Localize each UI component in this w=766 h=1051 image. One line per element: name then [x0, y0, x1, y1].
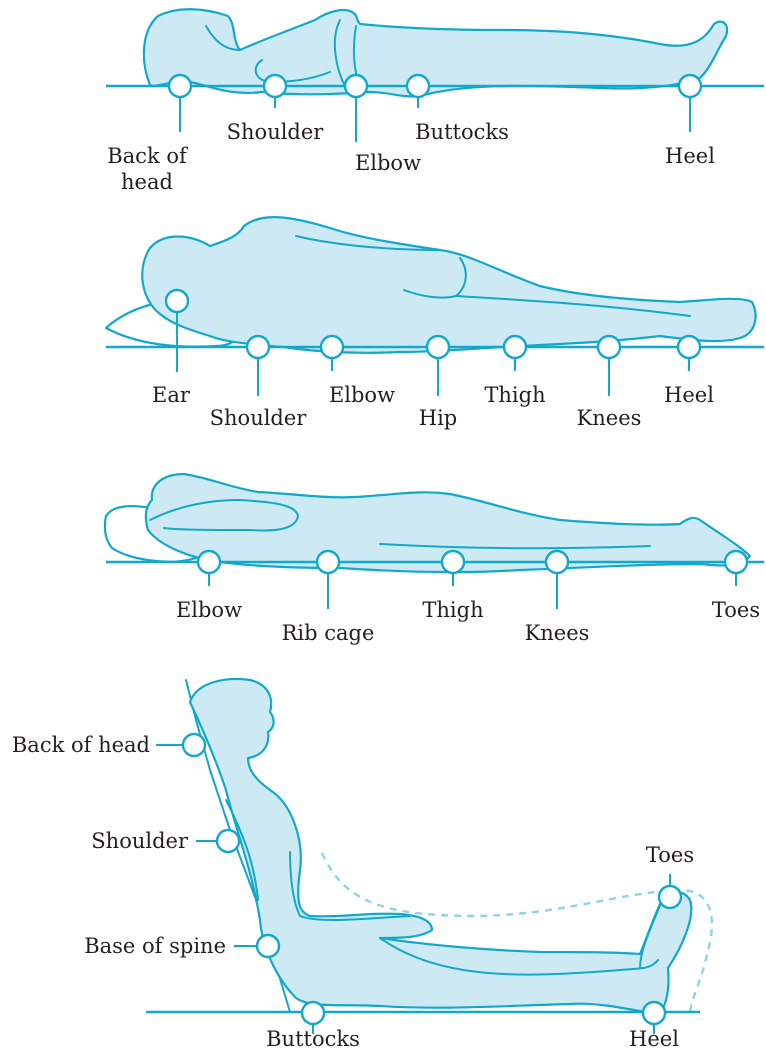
lateral-elbow-marker [321, 336, 343, 358]
prone-figure: Elbow Rib cage Thigh Knees Toes [105, 474, 764, 645]
prone-thigh-label: Thigh [422, 598, 483, 622]
supine-shoulder-marker [264, 75, 286, 97]
lateral-ear-label: Ear [152, 383, 191, 407]
seated-base-of-spine-label: Base of spine [84, 934, 226, 958]
lateral-elbow-label: Elbow [329, 383, 395, 407]
lateral-heel-marker [678, 336, 700, 358]
lateral-knees-label: Knees [577, 406, 642, 430]
supine-elbow-marker [345, 75, 367, 97]
seated-back-of-head-marker [183, 734, 205, 756]
supine-figure: Back of head Shoulder Elbow Buttocks Hee… [106, 9, 764, 194]
lateral-heel-label: Heel [664, 383, 714, 407]
supine-buttocks-marker [407, 75, 429, 97]
lateral-knees-marker [598, 336, 620, 358]
supine-body-outline [144, 9, 727, 96]
lateral-thigh-label: Thigh [484, 383, 545, 407]
seated-body-outline [190, 679, 691, 1014]
supine-heel-marker [679, 75, 701, 97]
lateral-thigh-marker [504, 336, 526, 358]
prone-toes-marker [725, 551, 747, 573]
seated-shoulder-marker [217, 830, 239, 852]
seated-toes-marker [659, 886, 681, 908]
prone-toes-label: Toes [712, 598, 760, 622]
lateral-hip-marker [427, 336, 449, 358]
prone-elbow-label: Elbow [176, 598, 242, 622]
seated-back-of-head-label: Back of head [12, 733, 150, 757]
lateral-body-outline [142, 217, 755, 353]
seated-buttocks-marker [302, 1002, 324, 1024]
prone-rib-cage-label: Rib cage [282, 621, 375, 645]
lateral-hip-label: Hip [419, 406, 457, 430]
seated-figure: Back of head Shoulder Base of spine Toes… [12, 679, 712, 1051]
prone-thigh-marker [442, 551, 464, 573]
supine-elbow-label: Elbow [355, 151, 421, 175]
prone-rib-cage-marker [317, 551, 339, 573]
prone-knees-label: Knees [525, 621, 590, 645]
prone-elbow-marker [198, 551, 220, 573]
lateral-shoulder-label: Shoulder [210, 406, 308, 430]
seated-buttocks-label: Buttocks [266, 1027, 360, 1051]
seated-heel-marker [643, 1002, 665, 1024]
supine-shoulder-label: Shoulder [227, 120, 325, 144]
lateral-shoulder-marker [247, 336, 269, 358]
seated-shoulder-label: Shoulder [91, 829, 189, 853]
seated-base-of-spine-marker [257, 935, 279, 957]
prone-knees-marker [546, 551, 568, 573]
supine-back-of-head-label-line1: Back of [107, 144, 189, 168]
supine-back-of-head-marker [169, 75, 191, 97]
supine-heel-label: Heel [665, 144, 715, 168]
supine-buttocks-label: Buttocks [415, 120, 509, 144]
lateral-figure: Ear Shoulder Elbow Hip Thigh Knees Heel [106, 217, 764, 430]
lateral-ear-marker [166, 290, 188, 312]
seated-toes-label: Toes [646, 843, 694, 867]
supine-back-of-head-label-line2: head [121, 170, 173, 194]
seated-heel-label: Heel [629, 1027, 679, 1051]
